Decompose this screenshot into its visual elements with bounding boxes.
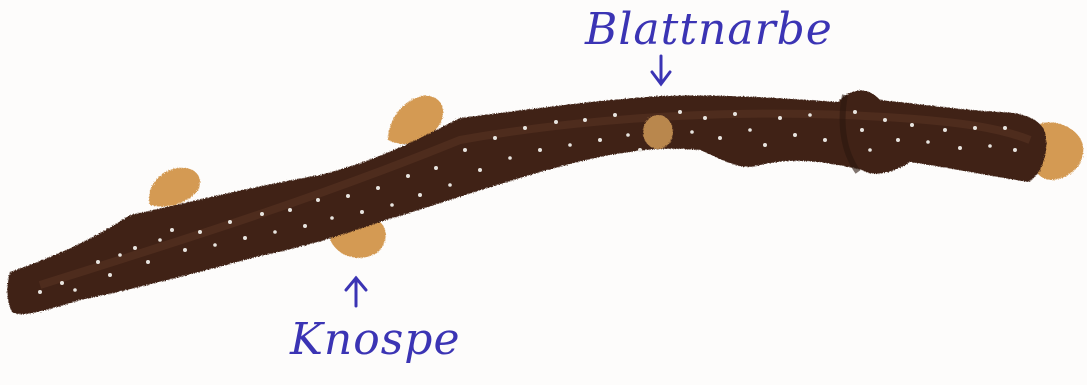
label-leaf-scar: Blattnarbe [585, 8, 833, 52]
label-bud: Knospe [290, 318, 460, 362]
bud-upper-left [149, 168, 200, 207]
arrow-down-icon [652, 56, 670, 84]
leaf-scar [643, 115, 673, 149]
arrow-up-icon [346, 278, 366, 306]
